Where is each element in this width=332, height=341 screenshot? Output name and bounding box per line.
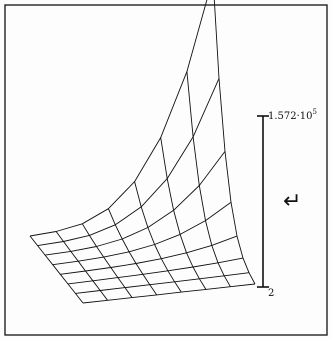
scale-min-label: 2 [268, 288, 274, 299]
scale-max-label: 1.572·105 [268, 108, 317, 122]
mesh-line-col-4 [134, 181, 182, 293]
mesh-line-row-4 [52, 201, 232, 266]
return-arrow-symbol: ↵ [283, 189, 301, 214]
mesh-line-col-1 [55, 231, 108, 301]
mesh-line-row-3 [60, 235, 238, 275]
mesh-line-row-0 [82, 283, 256, 304]
mesh-line-col-7 [213, 0, 256, 285]
mesh-line-col-0 [29, 235, 84, 304]
plot-frame [4, 4, 328, 336]
surface-mesh [29, 0, 256, 304]
mesh-line-col-6 [186, 71, 231, 287]
mesh-line-col-3 [107, 208, 158, 296]
mesh-line-row-5 [45, 151, 226, 256]
mesh-line-col-5 [160, 137, 207, 290]
mesh-line-row-2 [67, 257, 244, 285]
mesh-line-row-1 [75, 272, 250, 294]
scale-bar [257, 115, 269, 288]
mesh-line-row-7 [29, 0, 208, 237]
mesh-line-col-2 [81, 223, 133, 298]
mesh-line-row-6 [37, 78, 220, 247]
